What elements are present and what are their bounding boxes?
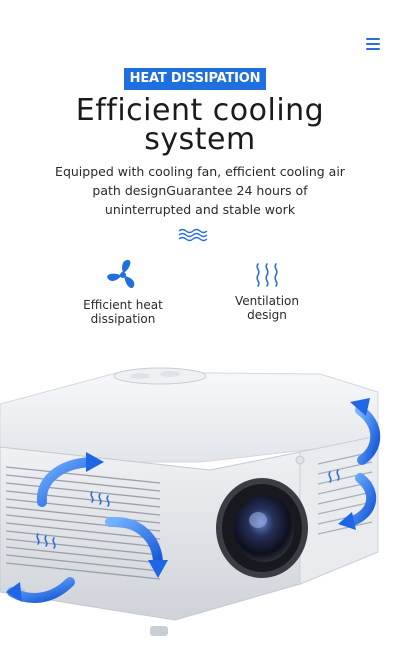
feature-label-line-2: design	[247, 308, 287, 322]
feature-label: Efficient heat dissipation	[63, 298, 183, 326]
hamburger-menu-icon[interactable]	[366, 38, 380, 50]
heat-waves-icon	[256, 263, 278, 287]
waves-divider-icon	[178, 228, 208, 242]
fan-icon	[107, 260, 135, 289]
page-subtitle: Equipped with cooling fan, efficient coo…	[55, 164, 345, 217]
feature-label-line-1: Ventilation	[235, 294, 299, 308]
feature-ventilation-design: Ventilation design	[207, 262, 327, 322]
projector-image	[0, 367, 381, 636]
feature-label-line-1: Efficient heat	[83, 298, 163, 312]
section-badge: HEAT DISSIPATION	[124, 68, 266, 90]
feature-label: Ventilation design	[207, 294, 327, 322]
page-title: Efficient cooling system	[0, 93, 400, 157]
feature-label-line-2: dissipation	[90, 312, 156, 326]
feature-heat-dissipation: Efficient heat dissipation	[63, 258, 183, 326]
title-line-2: system	[144, 122, 256, 157]
title-line-1: Efficient cooling	[75, 93, 325, 128]
